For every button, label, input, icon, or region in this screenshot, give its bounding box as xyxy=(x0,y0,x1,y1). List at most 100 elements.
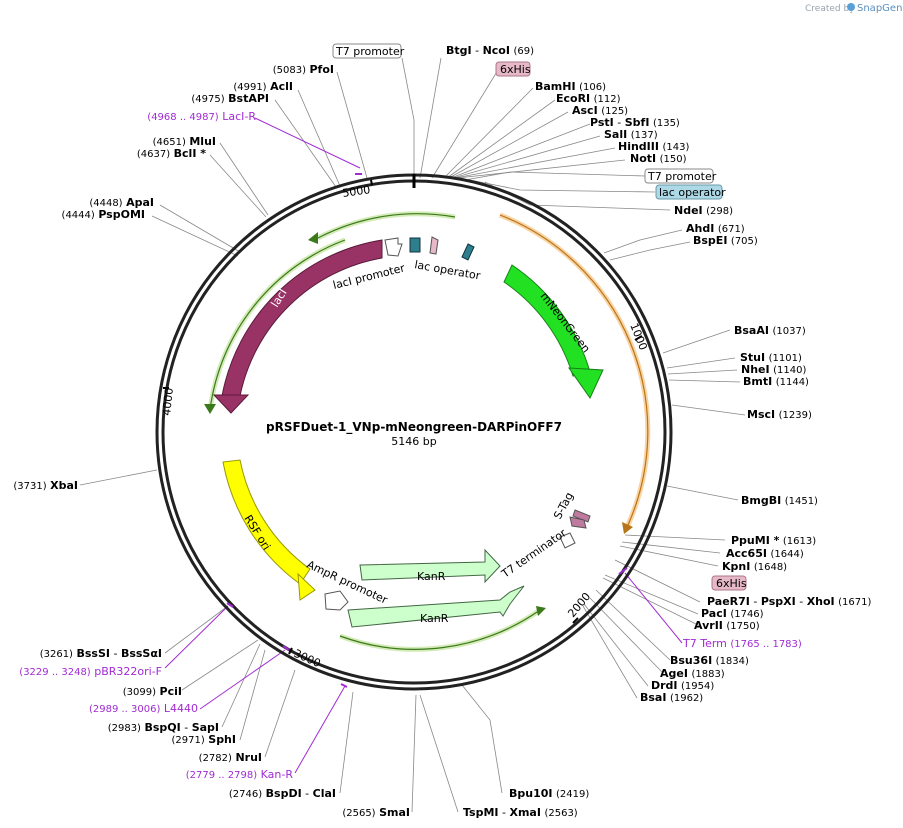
site-label[interactable]: PacI (1746) xyxy=(701,607,764,620)
site-label[interactable]: (4637) BclI * xyxy=(137,147,206,160)
label-part: (1101) xyxy=(769,353,802,364)
rsf-ori-feature[interactable] xyxy=(222,459,311,585)
primer-label[interactable]: T7 Term (1765 .. 1783) xyxy=(682,637,802,650)
his-bottom-box[interactable]: 6xHis xyxy=(716,577,747,590)
t7-promoter-right-box[interactable]: T7 promoter xyxy=(647,170,717,183)
label-part: - xyxy=(614,116,625,129)
label-part: Bsu36I xyxy=(670,654,712,667)
lac-operator-block-2[interactable] xyxy=(461,243,475,261)
label-part: PspXI xyxy=(761,595,796,608)
label-part: SalI xyxy=(604,128,627,141)
his-top-box[interactable]: 6xHis xyxy=(500,63,531,76)
site-label[interactable]: AscI (125) xyxy=(572,104,628,117)
primer-label[interactable]: (3229 .. 3248) pBR322ori-F xyxy=(19,665,162,678)
s-tag-label: S-Tag xyxy=(551,490,576,521)
plasmid-name: pRSFDuet-1_VNp-mNeongreen-DARPinOFF7 xyxy=(266,420,562,435)
label-part: T7 Term xyxy=(682,637,727,650)
label-part: (112) xyxy=(594,94,621,105)
label-part: BtgI xyxy=(446,44,472,57)
site-label[interactable]: Bpu10I (2419) xyxy=(509,787,589,800)
label-part: (5083) xyxy=(273,65,306,76)
site-label[interactable]: BamHI (106) xyxy=(535,80,606,93)
site-label[interactable]: (4444) PspOMI xyxy=(62,208,145,221)
label-part: (3731) xyxy=(13,481,46,492)
his-tag-block[interactable] xyxy=(429,236,439,255)
site-label[interactable]: BsaI (1962) xyxy=(640,691,703,704)
primer-label[interactable]: (2989 .. 3006) L4440 xyxy=(89,702,198,715)
site-label[interactable]: (4991) AclI xyxy=(233,80,293,93)
site-label[interactable]: EcoRI (112) xyxy=(556,92,621,105)
label-part: NcoI xyxy=(483,44,510,57)
site-label[interactable]: (2782) NruI xyxy=(199,751,262,764)
label-part: BmtI xyxy=(743,375,772,388)
lac-operator-right-box[interactable]: lac operator xyxy=(659,186,726,199)
label-part: PstI xyxy=(590,116,614,129)
label-part: (4975) xyxy=(191,94,224,105)
label-part: SapI xyxy=(192,721,219,734)
label-part: (1644) xyxy=(770,549,803,560)
site-label[interactable]: AgeI (1883) xyxy=(660,667,725,680)
label-part: BamHI xyxy=(535,80,576,93)
site-label[interactable]: PaeR7I - PspXI - XhoI (1671) xyxy=(707,595,872,608)
label-part: (106) xyxy=(579,82,606,93)
site-label[interactable]: BtgI - NcoI (69) xyxy=(446,44,534,57)
site-label[interactable]: SalI (137) xyxy=(604,128,658,141)
site-label[interactable]: Bsu36I (1834) xyxy=(670,654,749,667)
site-label[interactable]: BspEI (705) xyxy=(693,234,758,247)
label-part: (143) xyxy=(662,142,689,153)
site-label[interactable]: NotI (150) xyxy=(630,152,687,165)
site-label[interactable]: (3731) XbaI xyxy=(13,479,78,492)
primer-label[interactable]: (4968 .. 4987) LacI-R xyxy=(147,110,256,123)
site-label[interactable]: StuI (1101) xyxy=(740,351,802,364)
primer-label[interactable]: (2779 .. 2798) Kan-R xyxy=(186,768,294,781)
site-label[interactable]: (2983) BspQI - SapI xyxy=(108,721,219,734)
site-label[interactable]: NdeI (298) xyxy=(674,204,733,217)
site-label[interactable]: KpnI (1648) xyxy=(722,560,787,573)
label-part: AgeI xyxy=(660,667,688,680)
label-part: EcoRI xyxy=(556,92,590,105)
site-label[interactable]: (3261) BssSI - BssSαI xyxy=(40,647,162,660)
s-tag-feature[interactable] xyxy=(572,509,591,523)
site-label[interactable]: AvrII (1750) xyxy=(694,619,760,632)
kanr-feature-1[interactable] xyxy=(359,548,501,584)
site-label[interactable]: HindIII (143) xyxy=(618,140,689,153)
site-label[interactable]: Acc65I (1644) xyxy=(726,547,804,560)
site-label[interactable]: DrdI (1954) xyxy=(651,679,714,692)
site-label[interactable]: (5083) PfoI xyxy=(273,63,334,76)
laci-promoter-feature[interactable] xyxy=(384,237,403,257)
site-label[interactable]: (4651) MluI xyxy=(153,135,216,148)
label-part: (4637) xyxy=(137,149,170,160)
site-label[interactable]: PstI - SbfI (135) xyxy=(590,116,680,129)
site-label[interactable]: (2565) SmaI xyxy=(342,806,410,819)
site-label[interactable]: AhdI (671) xyxy=(686,222,745,235)
t7-promoter-top-box[interactable]: T7 promoter xyxy=(335,45,405,58)
label-part: (1765 .. 1783) xyxy=(730,639,802,650)
site-label[interactable]: (2746) BspDI - ClaI xyxy=(229,787,336,800)
label-part: (1037) xyxy=(772,326,805,337)
site-label[interactable]: MscI (1239) xyxy=(747,408,812,421)
label-part: XbaI xyxy=(50,479,78,492)
site-label[interactable]: BsaAI (1037) xyxy=(734,324,806,337)
label-part: (1140) xyxy=(773,365,806,376)
site-label[interactable]: (3099) PciI xyxy=(123,685,182,698)
label-part: KpnI xyxy=(722,560,750,573)
label-part: DrdI xyxy=(651,679,678,692)
site-label[interactable]: NheI (1140) xyxy=(741,363,806,376)
site-label[interactable]: (2971) SphI xyxy=(172,733,237,746)
site-labels: BtgI - NcoI (69) BamHI (106)EcoRI (112)As… xyxy=(13,44,871,819)
mneongreen-feature[interactable] xyxy=(503,264,591,377)
lac-operator-block[interactable] xyxy=(409,237,421,253)
label-part: SphI xyxy=(208,733,236,746)
site-label[interactable]: TspMI - XmaI (2563) xyxy=(463,806,578,819)
site-label[interactable]: PpuMI * (1613) xyxy=(731,534,816,547)
lac-operator-label: lac operator xyxy=(413,258,481,282)
site-label[interactable]: BmgBI (1451) xyxy=(741,494,818,507)
label-part: (1648) xyxy=(754,562,787,573)
site-label[interactable]: (4448) ApaI xyxy=(89,196,154,209)
site-label[interactable]: BmtI (1144) xyxy=(743,375,809,388)
kanr-feature-2[interactable] xyxy=(347,585,525,628)
site-label[interactable]: (4975) BstAPI xyxy=(191,92,269,105)
ampr-promoter-feature[interactable] xyxy=(324,590,349,611)
label-part: BspQI xyxy=(144,721,180,734)
